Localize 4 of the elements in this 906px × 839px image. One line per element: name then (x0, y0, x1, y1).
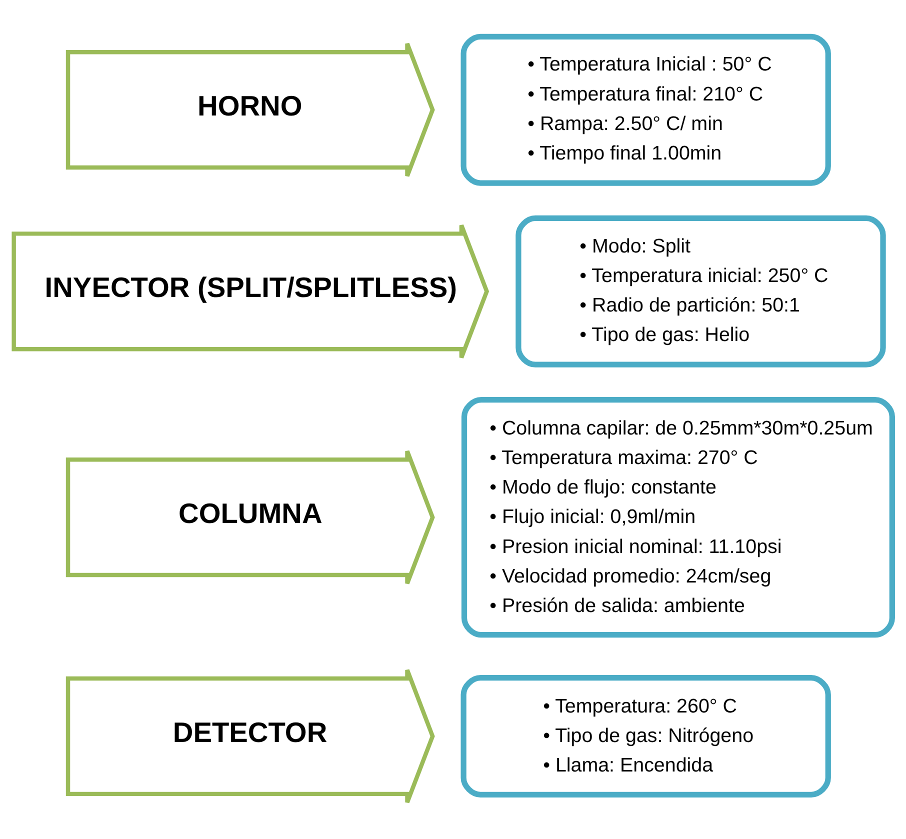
node-box: • Columna capilar: de 0.25mm*30m*0.25um • Temperatura maxima: 270° C • Modo de flujo: constante • Flujo inicial: 0,9ml/min • Presion inicial nominal: 11.10psi • Velocidad promedio: 24cm/seg • Presión de salida: ambiente (461, 396, 895, 638)
node-box: • Temperatura Inicial : 50° C • Temperatura final: 210° C • Rampa: 2.50° C/ min • Tiempo final 1.00min (460, 34, 831, 186)
node-box: • Temperatura: 260° C • Tipo de gas: Nitrógeno • Llama: Encendida (460, 674, 831, 798)
node-box: • Modo: Split • Temperatura inicial: 250° C • Radio de partición: 50:1 • Tipo de gas: Helio (516, 215, 886, 368)
